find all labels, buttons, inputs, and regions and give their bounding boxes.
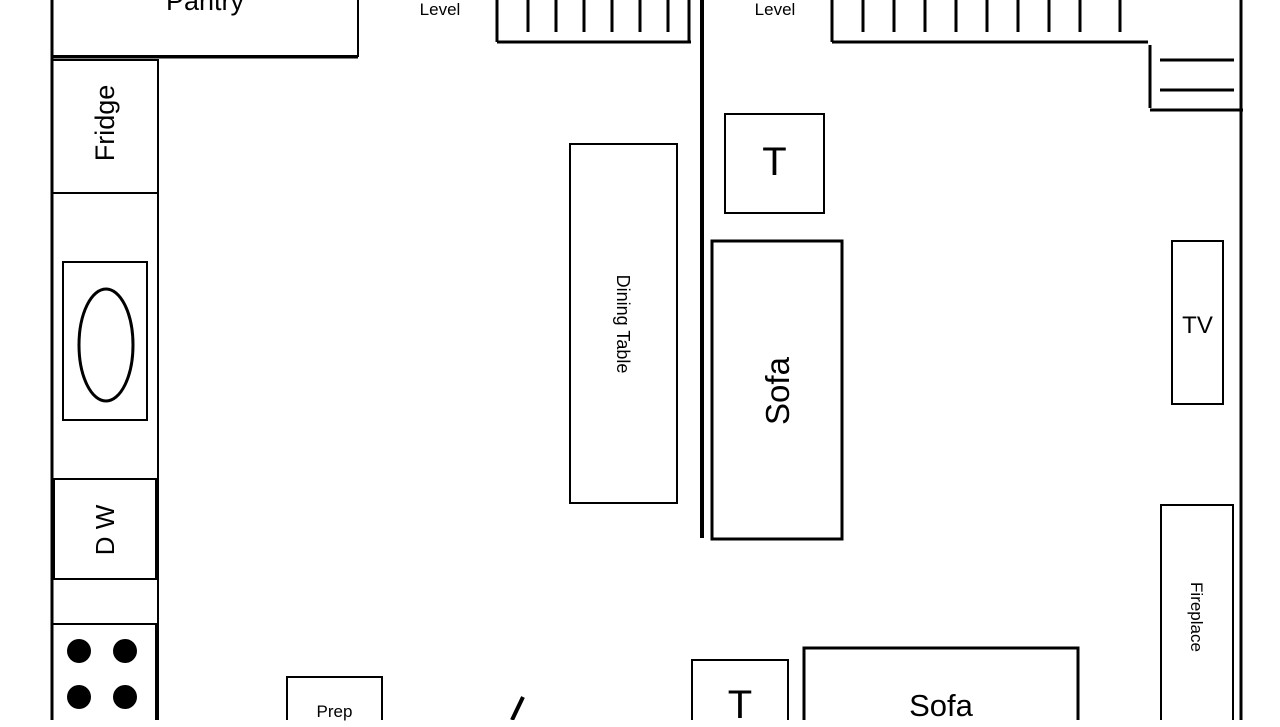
stair-landing <box>1148 45 1243 112</box>
dishwasher <box>53 478 157 580</box>
side-table-lower <box>691 659 789 720</box>
door-swing-line <box>510 696 525 720</box>
burner-icon <box>113 639 137 663</box>
burner-icon <box>67 639 91 663</box>
burner-icon <box>67 685 91 709</box>
side-table-upper <box>724 113 825 214</box>
tv <box>1171 240 1224 405</box>
burner-icon <box>113 685 137 709</box>
fireplace <box>1160 504 1234 720</box>
prep-counter <box>286 676 383 720</box>
sink-basin-icon <box>77 287 135 403</box>
pantry <box>51 0 359 57</box>
sofa-lower <box>802 646 1080 720</box>
dining-table <box>569 143 678 504</box>
fridge <box>51 59 159 194</box>
staircase-left <box>495 0 691 44</box>
stove <box>51 623 157 720</box>
sink <box>62 261 148 421</box>
sofa-upper <box>710 239 844 541</box>
staircase-right <box>830 0 1148 44</box>
